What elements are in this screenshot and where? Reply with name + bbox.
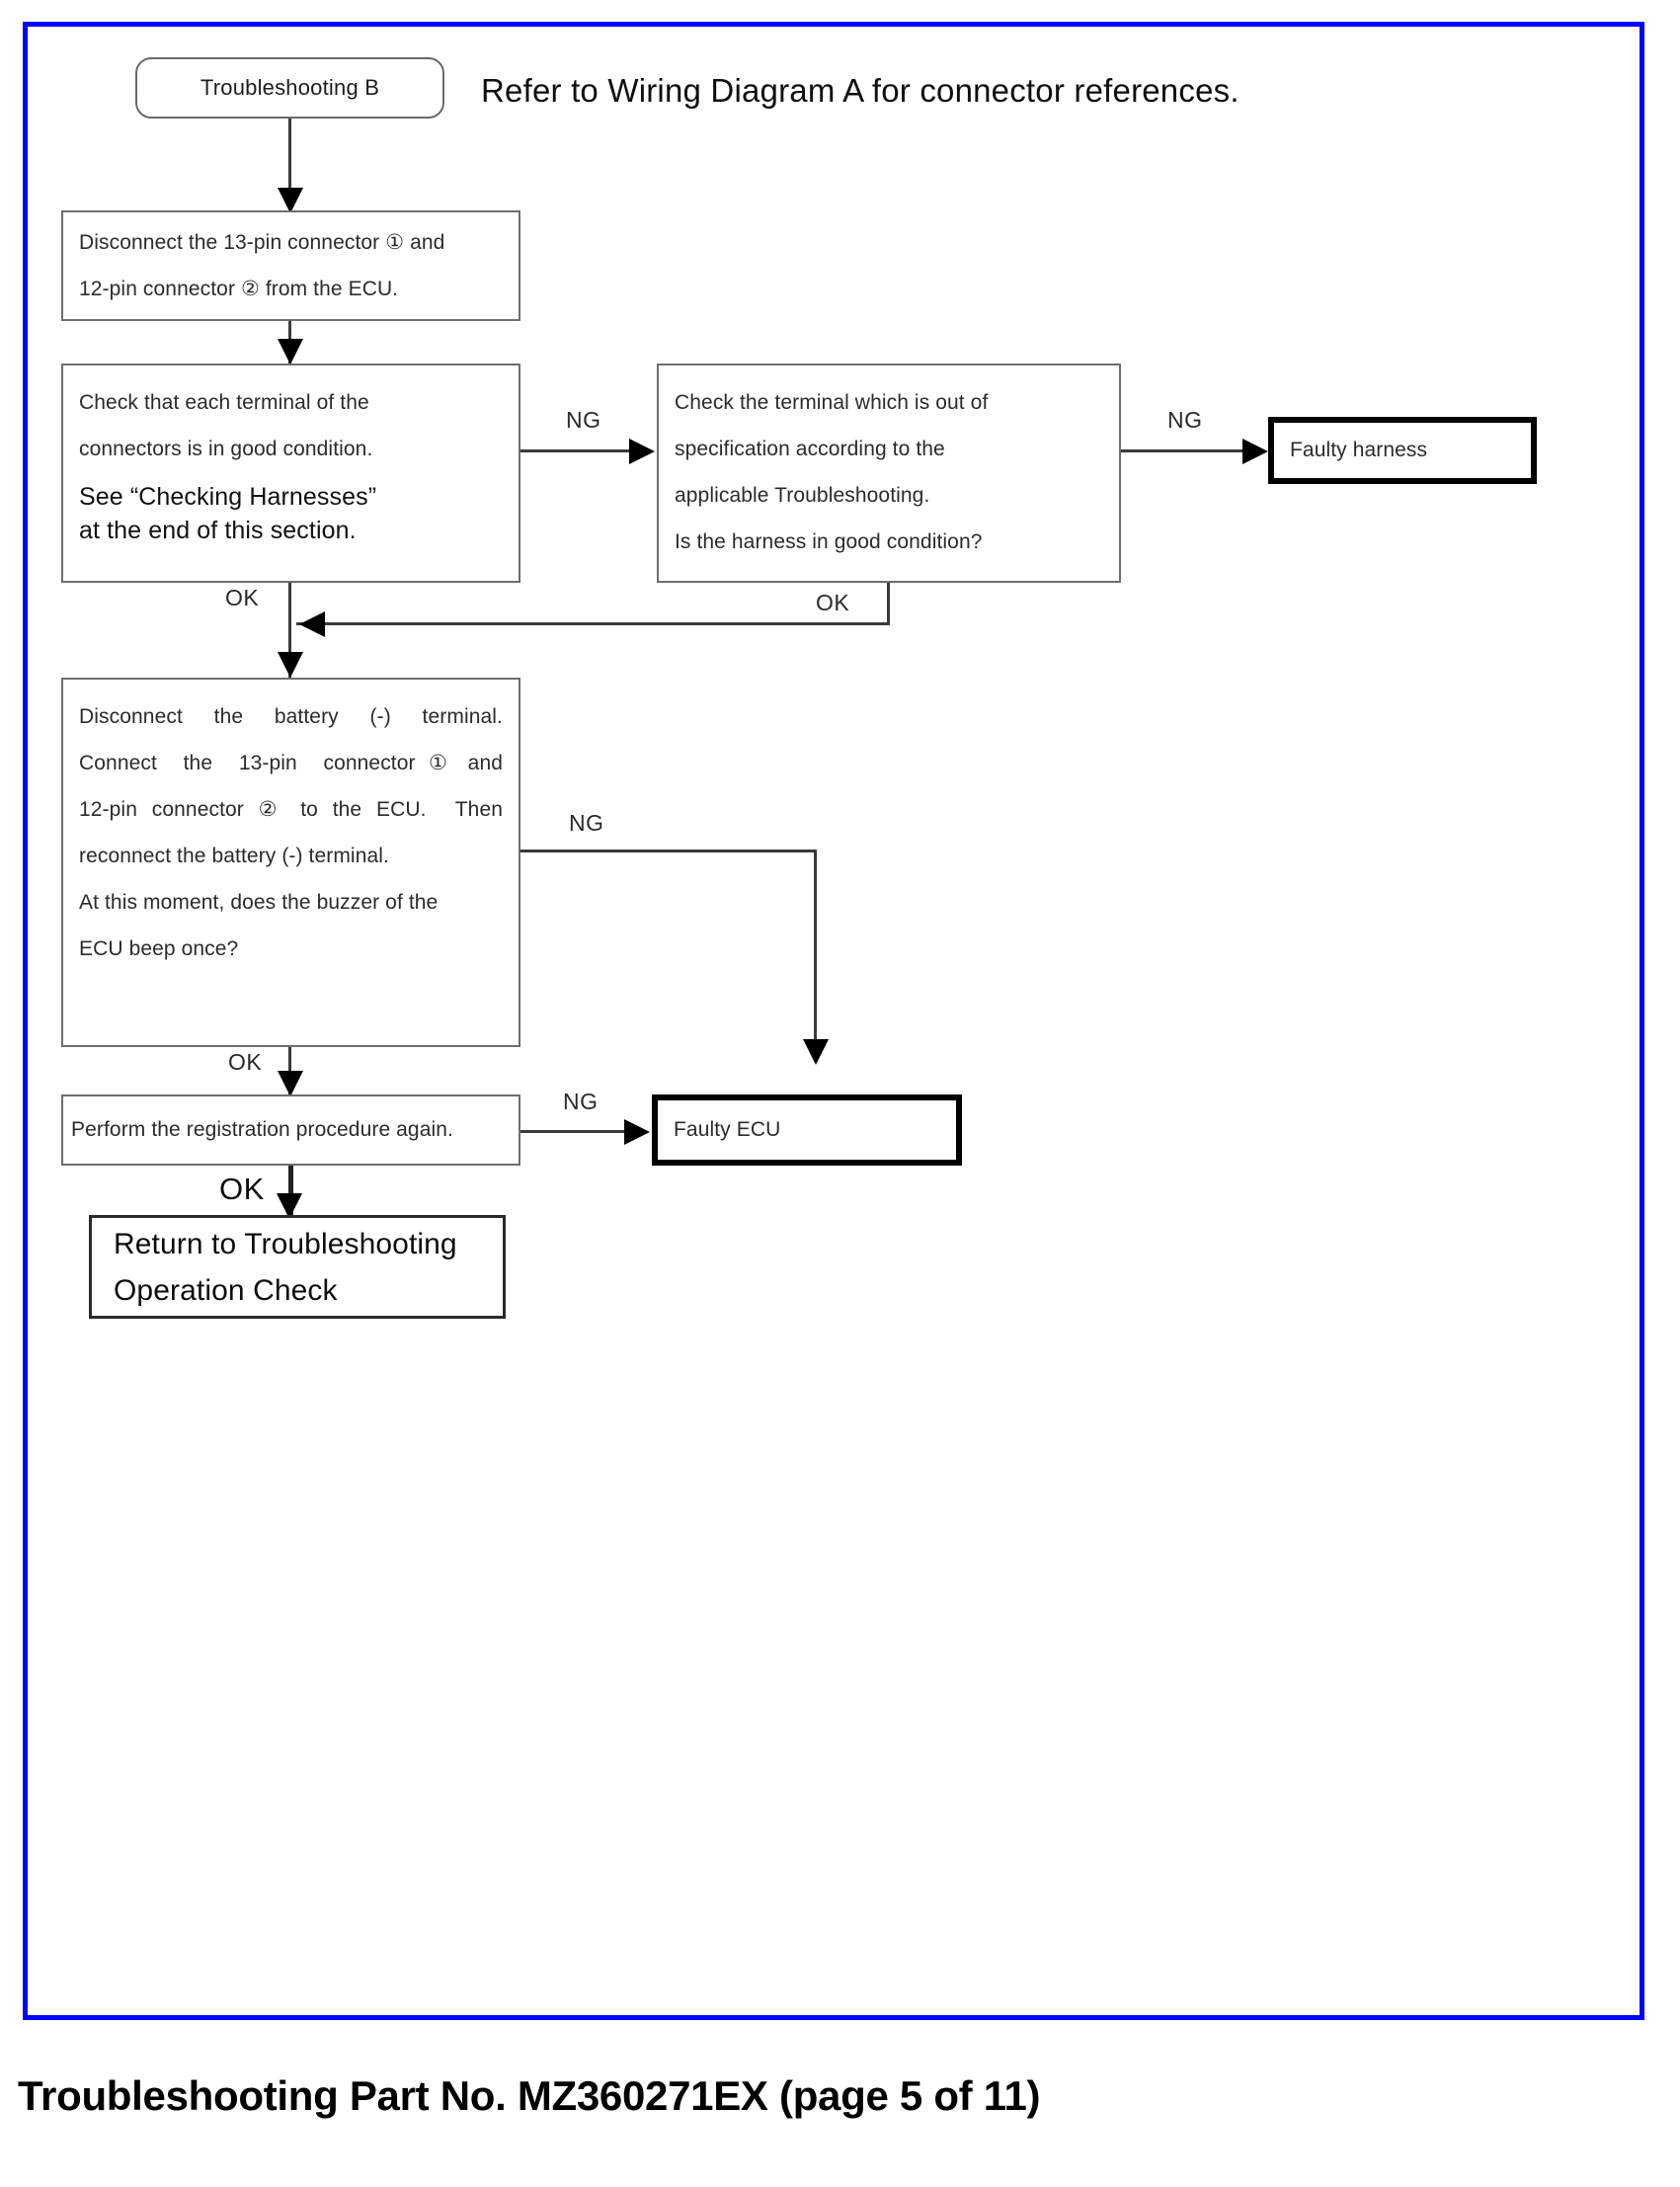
node-buzzer-line-5: At this moment, does the buzzer of the bbox=[79, 891, 439, 914]
node-return-to-troubleshooting[interactable]: Return to Troubleshooting Operation Chec… bbox=[89, 1215, 506, 1319]
arrowhead-buzzer-ok bbox=[278, 1071, 303, 1096]
node-faulty-harness-inner: Faulty harness bbox=[1274, 423, 1531, 478]
edge-label-ok-4: OK bbox=[219, 1172, 265, 1206]
arrowhead-check-terminals-ok bbox=[278, 652, 303, 678]
node-faulty-harness-label: Faulty harness bbox=[1290, 439, 1428, 461]
node-check-terminals[interactable]: Check that each terminal of the connecto… bbox=[61, 364, 520, 583]
edge-label-ok-3: OK bbox=[228, 1049, 263, 1075]
edge-check-spec-ok-left bbox=[296, 622, 890, 625]
edge-buzzer-ng-down bbox=[814, 850, 817, 1062]
node-disconnect-inner: Disconnect the 13-pin connector ① and 12… bbox=[63, 212, 519, 319]
node-faulty-harness-text: Faulty harness bbox=[1274, 439, 1531, 462]
node-check-spec-text: Check the terminal which is out of speci… bbox=[659, 379, 1119, 565]
node-disconnect-text: Disconnect the 13-pin connector ① and 12… bbox=[63, 219, 519, 312]
edge-label-ok-2: OK bbox=[816, 590, 850, 615]
node-registration-text: Perform the registration procedure again… bbox=[63, 1118, 519, 1142]
node-buzzer-line-1: Disconnect the battery (-) terminal. bbox=[79, 705, 503, 728]
edge-check-spec-ng bbox=[1121, 449, 1259, 452]
arrowhead-buzzer-ng bbox=[803, 1039, 829, 1065]
node-check-terminals-text: Check that each terminal of the connecto… bbox=[63, 379, 519, 547]
node-return-text: Return to Troubleshooting Operation Chec… bbox=[92, 1221, 503, 1314]
edge-start-to-disconnect bbox=[288, 119, 291, 200]
node-check-spec-inner: Check the terminal which is out of speci… bbox=[659, 365, 1119, 595]
node-buzzer-line-2: Connect the 13-pin connector ① and bbox=[79, 752, 503, 774]
arrowhead-check-spec-ok-merge bbox=[299, 611, 325, 637]
edge-buzzer-ng-right bbox=[520, 850, 817, 852]
node-check-terminals-note-2: at the end of this section. bbox=[79, 517, 357, 544]
headline-wiring-diagram-note: Refer to Wiring Diagram A for connector … bbox=[481, 72, 1240, 109]
edge-check-terminals-ng bbox=[520, 449, 644, 452]
footer-part-number-caption: Troubleshooting Part No. MZ360271EX (pag… bbox=[18, 2072, 1041, 2119]
node-check-terminals-inner: Check that each terminal of the connecto… bbox=[63, 365, 519, 595]
arrowhead-registration-ng bbox=[624, 1119, 650, 1145]
node-start-inner: Troubleshooting B bbox=[137, 59, 442, 117]
node-registration-procedure[interactable]: Perform the registration procedure again… bbox=[61, 1094, 520, 1166]
node-buzzer-inner: Disconnect the battery (-) terminal. Con… bbox=[63, 680, 519, 1059]
node-buzzer-line-3: 12-pin connector ② to the ECU. Then bbox=[79, 798, 503, 821]
node-check-spec-line-2: specification according to the bbox=[675, 438, 945, 460]
node-check-spec-line-1: Check the terminal which is out of bbox=[675, 391, 989, 414]
node-registration-inner: Perform the registration procedure again… bbox=[63, 1096, 519, 1164]
edge-label-ng-1: NG bbox=[566, 407, 601, 433]
edge-check-terminals-ok bbox=[288, 583, 291, 679]
node-start-troubleshooting-b[interactable]: Troubleshooting B bbox=[135, 57, 444, 119]
node-start-label: Troubleshooting B bbox=[200, 75, 380, 100]
edge-registration-ng bbox=[520, 1130, 639, 1133]
edge-label-ng-2: NG bbox=[1167, 407, 1203, 433]
node-disconnect-line-2: 12-pin connector ② from the ECU. bbox=[79, 278, 399, 300]
node-check-terminals-note-1: See “Checking Harnesses” bbox=[79, 483, 377, 511]
node-return-line-1: Return to Troubleshooting bbox=[114, 1227, 457, 1260]
node-buzzer-line-6: ECU beep once? bbox=[79, 937, 239, 960]
node-faulty-ecu[interactable]: Faulty ECU bbox=[652, 1094, 962, 1166]
node-buzzer-check[interactable]: Disconnect the battery (-) terminal. Con… bbox=[61, 678, 520, 1047]
edge-label-ok-1: OK bbox=[225, 585, 260, 610]
edge-check-spec-ok-down bbox=[887, 583, 890, 625]
node-faulty-ecu-inner: Faulty ECU bbox=[658, 1100, 956, 1160]
node-check-terminals-line-2: connectors is in good condition. bbox=[79, 438, 373, 460]
arrowhead-registration-ok bbox=[277, 1193, 302, 1219]
node-return-line-2: Operation Check bbox=[114, 1273, 338, 1307]
node-faulty-ecu-text: Faulty ECU bbox=[658, 1118, 956, 1142]
node-buzzer-text: Disconnect the battery (-) terminal. Con… bbox=[63, 693, 519, 972]
node-check-spec-line-3: applicable Troubleshooting. bbox=[675, 484, 930, 507]
node-faulty-ecu-label: Faulty ECU bbox=[674, 1118, 781, 1141]
node-disconnect-connectors[interactable]: Disconnect the 13-pin connector ① and 12… bbox=[61, 210, 520, 321]
arrowhead-check-spec-ng bbox=[1242, 439, 1268, 464]
node-faulty-harness[interactable]: Faulty harness bbox=[1268, 417, 1537, 484]
edge-label-ng-3: NG bbox=[569, 810, 604, 836]
arrowhead-check-terminals-ng bbox=[629, 439, 655, 464]
node-check-specification[interactable]: Check the terminal which is out of speci… bbox=[657, 364, 1121, 583]
node-registration-label: Perform the registration procedure again… bbox=[71, 1118, 453, 1141]
edge-registration-ok bbox=[288, 1166, 293, 1217]
node-return-inner: Return to Troubleshooting Operation Chec… bbox=[92, 1218, 503, 1316]
arrowhead-disconnect-to-check bbox=[278, 339, 303, 364]
node-disconnect-line-1: Disconnect the 13-pin connector ① and bbox=[79, 231, 445, 254]
node-check-terminals-line-1: Check that each terminal of the bbox=[79, 391, 369, 414]
edge-label-ng-4: NG bbox=[563, 1089, 599, 1114]
arrowhead-start-to-disconnect bbox=[278, 188, 303, 213]
node-check-spec-line-4: Is the harness in good condition? bbox=[675, 530, 983, 553]
node-buzzer-line-4: reconnect the battery (-) terminal. bbox=[79, 845, 389, 867]
